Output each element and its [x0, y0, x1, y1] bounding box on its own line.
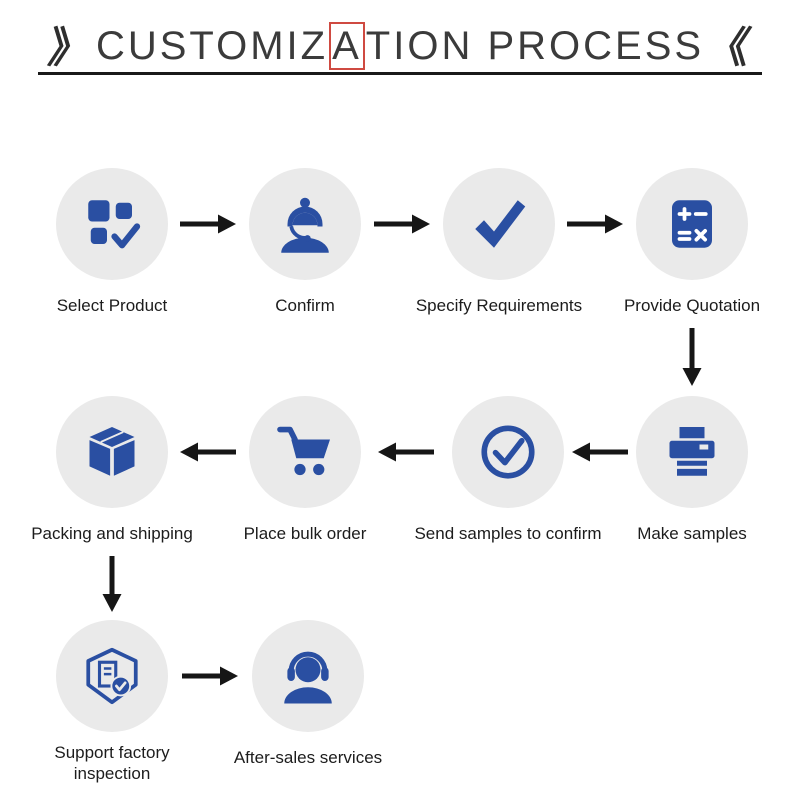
- inspection-badge-icon: [86, 647, 138, 705]
- arrow-left-icon: [572, 442, 628, 462]
- step-circle-send-samples: [452, 396, 564, 508]
- arrow-right-icon: [180, 214, 236, 234]
- circle-check-icon: [481, 425, 535, 479]
- product-grid-check-icon: [88, 200, 141, 249]
- step-label-packing-shipping: Packing and shipping: [31, 524, 193, 543]
- bold-checkmark-icon: [475, 200, 526, 248]
- double-chevron-right-icon: 》: [45, 24, 96, 71]
- step-label-specify-requirements: Specify Requirements: [415, 296, 583, 315]
- package-box-icon: [89, 427, 135, 476]
- step-circle-provide-quotation: [636, 168, 748, 280]
- shopping-cart-icon: [277, 426, 330, 476]
- step-circle-place-bulk-order: [249, 396, 361, 508]
- title-highlighted-letter: A: [329, 22, 365, 70]
- step-circle-specify-requirements: [443, 168, 555, 280]
- arrow-right-icon: [567, 214, 623, 234]
- arrow-left-icon: [378, 442, 434, 462]
- step-circle-factory-inspection: [56, 620, 168, 732]
- calculator-icon: [672, 200, 712, 248]
- arrow-right-icon: [182, 666, 238, 686]
- title-part2: TION PROCESS: [365, 24, 705, 68]
- step-circle-after-sales: [252, 620, 364, 732]
- step-circle-confirm: [249, 168, 361, 280]
- step-label-place-bulk-order: Place bulk order: [243, 524, 367, 543]
- step-label-provide-quotation: Provide Quotation: [623, 296, 761, 315]
- step-label-send-samples: Send samples to confirm: [414, 524, 602, 543]
- arrow-left-icon: [180, 442, 236, 462]
- step-circle-make-samples: [636, 396, 748, 508]
- step-label-make-samples: Make samples: [637, 524, 747, 543]
- arrow-down-icon: [682, 328, 702, 386]
- headset-support-icon: [284, 651, 332, 704]
- arrow-right-icon: [374, 214, 430, 234]
- step-label-factory-inspection: Support factory inspection: [54, 743, 170, 784]
- step-label-after-sales: After-sales services: [233, 748, 383, 767]
- step-label-select-product: Select Product: [56, 296, 168, 315]
- title-part1: CUSTOMIZ: [95, 24, 329, 68]
- printer-icon: [669, 427, 715, 476]
- step-label-confirm: Confirm: [275, 296, 335, 315]
- step-circle-select-product: [56, 168, 168, 280]
- double-chevron-left-icon: 《: [703, 24, 754, 71]
- arrow-down-icon: [102, 556, 122, 612]
- title-divider: [38, 72, 762, 75]
- customer-service-agent-icon: [281, 197, 329, 253]
- step-circle-packing-shipping: [56, 396, 168, 508]
